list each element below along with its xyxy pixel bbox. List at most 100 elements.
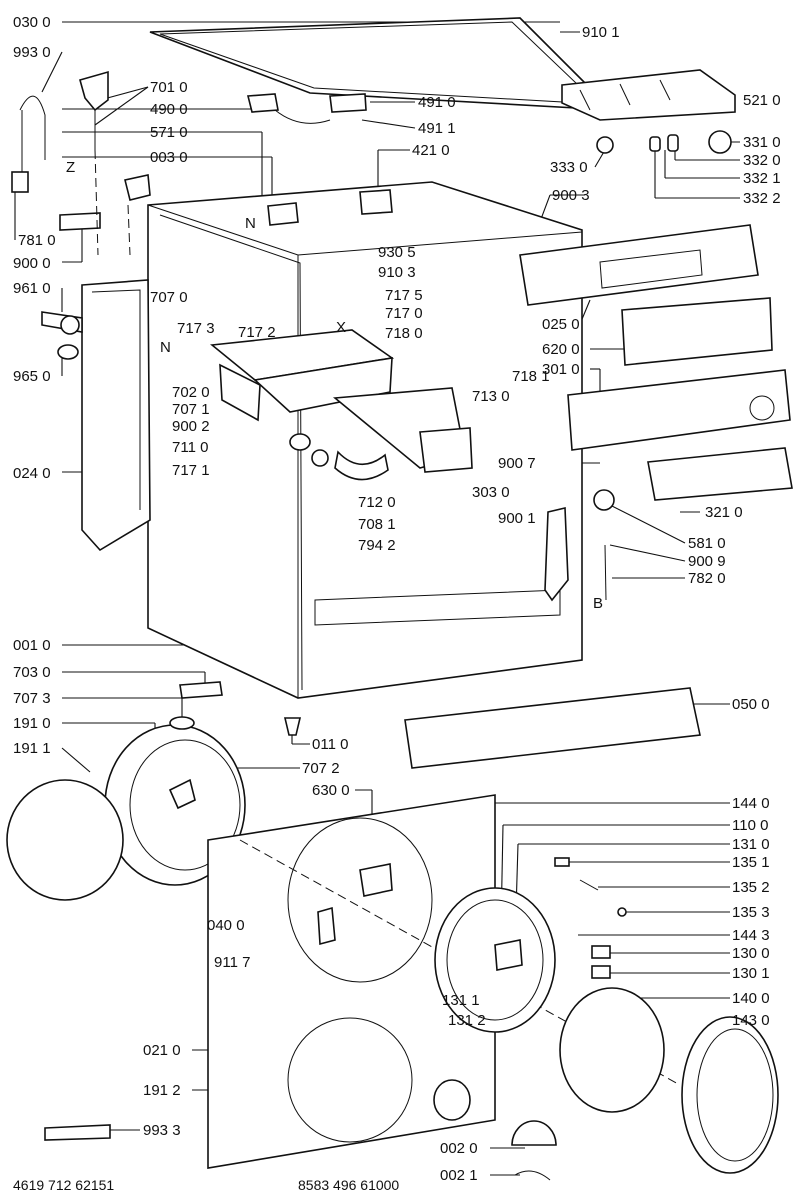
label-plate-321 — [647, 447, 793, 501]
cabinet-001 — [147, 181, 583, 699]
label-6200: 620 0 — [542, 341, 580, 358]
label-7173: 717 3 — [177, 320, 215, 337]
front-panel-021 — [207, 794, 681, 1169]
label-1353: 135 3 — [732, 904, 770, 921]
hinge-parts-135-144-130 — [554, 857, 627, 979]
label-0110: 011 0 — [312, 736, 348, 753]
label-0210: 021 0 — [143, 1042, 181, 1059]
marker-n-left: N — [160, 339, 171, 356]
label-3321: 332 1 — [743, 170, 781, 187]
marker-x: X — [336, 319, 346, 336]
knobs-331-333 — [596, 130, 732, 154]
label-7120: 712 0 — [358, 494, 396, 511]
label-7081: 708 1 — [358, 516, 396, 533]
label-1443: 144 3 — [732, 927, 770, 944]
label-3320: 332 0 — [743, 152, 781, 169]
label-1912: 191 2 — [143, 1082, 181, 1099]
label-3322: 332 2 — [743, 190, 781, 207]
label-7071: 707 1 — [172, 401, 210, 418]
marker-b: B — [593, 595, 603, 612]
door-frame-110-140-143 — [434, 887, 779, 1174]
label-1440: 144 0 — [732, 795, 770, 812]
label-0300: 030 0 — [13, 14, 51, 31]
label-7130: 713 0 — [472, 388, 510, 405]
label-1351: 135 1 — [732, 854, 770, 871]
dispenser-assembly — [210, 329, 473, 481]
label-7073: 707 3 — [13, 690, 51, 707]
front-panel-bottom-050 — [404, 687, 701, 769]
small-parts-002-993 — [44, 1120, 557, 1181]
label-9610: 961 0 — [13, 280, 51, 297]
label-5210: 521 0 — [743, 92, 781, 109]
label-4900: 490 0 — [150, 101, 188, 118]
label-5710: 571 0 — [150, 124, 188, 141]
hoses-and-valves — [11, 70, 151, 256]
label-1300: 130 0 — [732, 945, 770, 962]
label-7181: 718 1 — [512, 368, 550, 385]
label-1311: 131 1 — [442, 992, 480, 1009]
label-1430: 143 0 — [732, 1012, 770, 1029]
rear-panel-024 — [81, 279, 151, 552]
label-0250: 025 0 — [542, 316, 580, 333]
label-9103: 910 3 — [378, 264, 416, 281]
label-3310: 331 0 — [743, 134, 781, 151]
label-7070: 707 0 — [150, 289, 188, 306]
letter-markers: N N X Z B — [66, 159, 603, 612]
label-7072: 707 2 — [302, 760, 340, 777]
pressure-switch-581 — [544, 489, 615, 602]
label-1100: 110 0 — [732, 817, 768, 834]
label-7942: 794 2 — [358, 537, 396, 554]
label-7172: 717 2 — [238, 324, 276, 341]
marker-z: Z — [66, 159, 75, 176]
label-9117: 911 7 — [214, 954, 250, 971]
label-9002: 900 2 — [172, 418, 210, 435]
label-9003: 900 3 — [552, 187, 590, 204]
label-3010: 301 0 — [542, 361, 580, 378]
callout-labels: 030 0 993 0 701 0 490 0 571 0 003 0 781 … — [13, 14, 781, 1184]
marker-n-top: N — [245, 215, 256, 232]
program-unit-521 — [561, 69, 736, 121]
label-7110: 711 0 — [172, 439, 208, 456]
label-3030: 303 0 — [472, 484, 510, 501]
label-0010: 001 0 — [13, 637, 51, 654]
label-7175: 717 5 — [385, 287, 423, 304]
label-7171: 717 1 — [172, 462, 210, 479]
label-1301: 130 1 — [732, 965, 770, 982]
label-9305: 930 5 — [378, 244, 416, 261]
label-0021: 002 1 — [440, 1167, 478, 1184]
label-9009: 900 9 — [688, 553, 726, 570]
label-1352: 135 2 — [732, 879, 770, 896]
door-lock-and-cables — [246, 93, 393, 226]
label-0400: 040 0 — [207, 917, 245, 934]
label-4911: 491 1 — [418, 120, 456, 137]
label-9001: 900 1 — [498, 510, 536, 527]
label-3210: 321 0 — [705, 504, 743, 521]
label-1312: 131 2 — [448, 1012, 486, 1029]
label-4910: 491 0 — [418, 94, 456, 111]
label-7020: 702 0 — [172, 384, 210, 401]
label-9007: 900 7 — [498, 455, 536, 472]
footer: 4619 712 62151 8583 496 61000 — [13, 1177, 399, 1193]
label-9930: 993 0 — [13, 44, 51, 61]
label-0030: 003 0 — [150, 149, 188, 166]
control-panels-025-620-301 — [519, 224, 791, 451]
label-1310: 131 0 — [732, 836, 770, 853]
footer-document-code: 4619 712 62151 — [13, 1177, 114, 1193]
footer-model-code: 8583 496 61000 — [298, 1177, 399, 1193]
label-1910: 191 0 — [13, 715, 51, 732]
label-7810: 781 0 — [18, 232, 56, 249]
label-0020: 002 0 — [440, 1140, 478, 1157]
label-5810: 581 0 — [688, 535, 726, 552]
label-6300: 630 0 — [312, 782, 350, 799]
label-7010: 701 0 — [150, 79, 188, 96]
label-9933: 993 3 — [143, 1122, 181, 1139]
label-0500: 050 0 — [732, 696, 770, 713]
label-9101: 910 1 — [582, 24, 620, 41]
label-7820: 782 0 — [688, 570, 726, 587]
label-9650: 965 0 — [13, 368, 51, 385]
label-9000: 900 0 — [13, 255, 51, 272]
label-7170: 717 0 — [385, 305, 423, 322]
label-1911: 191 1 — [13, 740, 51, 757]
